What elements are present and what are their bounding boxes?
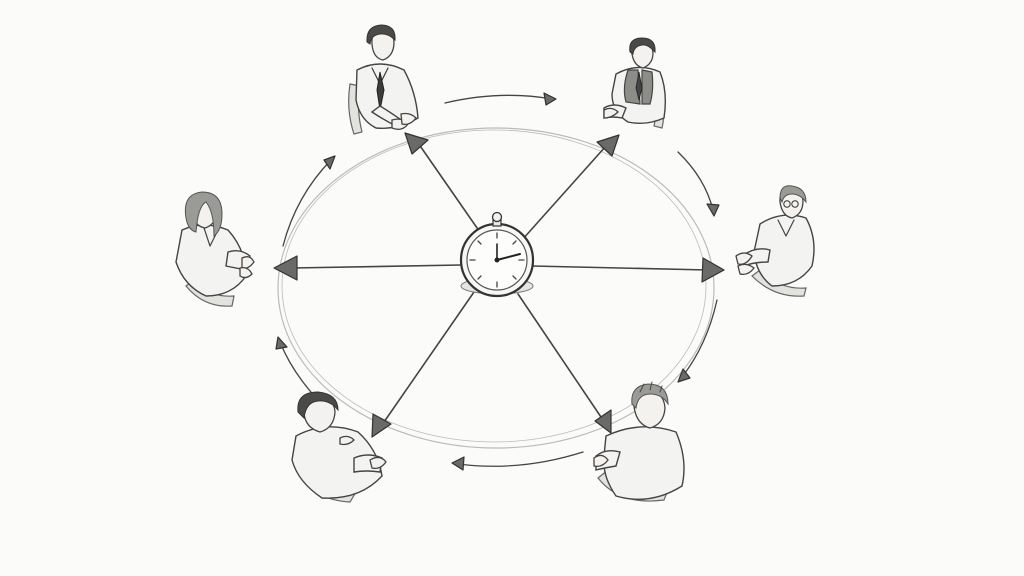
spoke-arrows — [273, 132, 725, 438]
spoke-to-top-left — [404, 132, 485, 239]
clockwise-flow-arrows — [275, 92, 720, 471]
flow-arrow-right — [677, 299, 718, 383]
spoke-to-right — [531, 257, 725, 283]
flow-arrow-top-right — [677, 151, 720, 217]
spoke-to-bottom-right — [517, 293, 612, 434]
flow-arrow-bottom — [451, 451, 584, 471]
person-left — [175, 191, 255, 307]
flow-arrow-bottom-left — [275, 336, 319, 401]
person-top-right — [603, 37, 667, 129]
person-bottom-right — [593, 381, 685, 502]
spoke-to-top-right — [521, 134, 620, 241]
person-bottom-left — [291, 391, 387, 503]
person-right — [735, 185, 815, 297]
table-outline — [277, 127, 715, 449]
stopwatch-icon — [459, 211, 535, 298]
spoke-to-left — [273, 255, 462, 281]
spoke-to-bottom-left — [371, 291, 475, 438]
person-top-left — [348, 24, 419, 135]
flow-arrow-left — [282, 155, 336, 247]
flow-arrow-top — [444, 92, 557, 106]
